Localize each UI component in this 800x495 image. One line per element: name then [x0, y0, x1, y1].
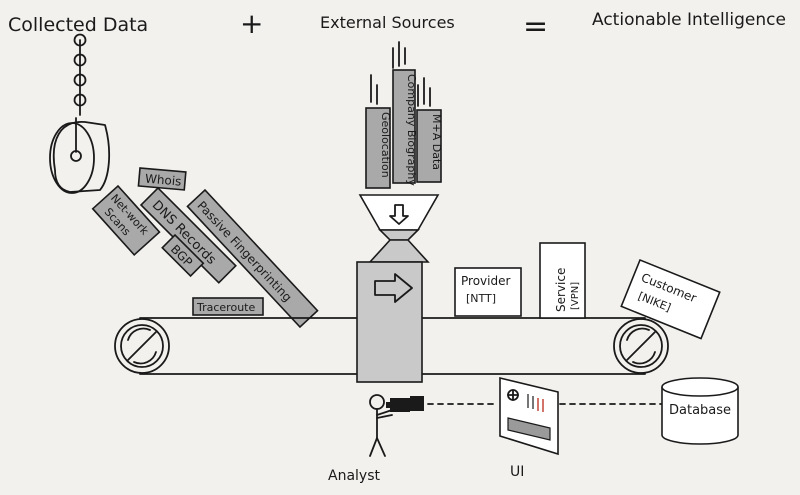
- processing-machine: [356, 261, 423, 383]
- ma-data-label: M+A Data: [430, 114, 443, 170]
- customer-box: Customer [NIKE]: [620, 258, 721, 340]
- falling-motion-lines: [370, 41, 431, 107]
- geolocation-box: Geolocation: [365, 107, 392, 189]
- bgp-box: BGP: [161, 233, 205, 278]
- crane-bucket: [49, 33, 110, 194]
- funnel-down-arrow-icon: [389, 204, 409, 225]
- company-biography-box: Company Biography: [392, 69, 418, 186]
- ma-data-box: M+A Data: [416, 109, 443, 183]
- service-sub-label: [VPN]: [570, 282, 581, 310]
- provider-box: Provider [NTT]: [454, 267, 522, 317]
- service-box: Service [VPN]: [539, 242, 586, 319]
- ui-label: UI: [510, 464, 524, 480]
- analyst-figure: [369, 394, 424, 457]
- header-external-sources: External Sources: [320, 13, 455, 32]
- left-roller-rotate-icon: [127, 327, 151, 341]
- database-cylinder: Database: [661, 377, 739, 445]
- header-equals: =: [523, 9, 548, 44]
- analyst-label: Analyst: [328, 468, 380, 484]
- provider-sub-label: [NTT]: [466, 292, 496, 305]
- funnel: [358, 194, 440, 263]
- header-plus: +: [240, 7, 263, 40]
- geolocation-label: Geolocation: [379, 112, 392, 178]
- provider-label: Provider: [461, 274, 510, 288]
- whois-label: Whois: [144, 172, 181, 189]
- database-label: Database: [669, 403, 731, 418]
- traceroute-label: Traceroute: [196, 301, 255, 314]
- right-belt-roller: [613, 318, 669, 374]
- header-actionable-intelligence: Actionable Intelligence: [592, 10, 786, 30]
- traceroute-box: Traceroute: [192, 297, 264, 316]
- left-belt-roller: [114, 318, 170, 374]
- network-scans-box: Net-work Scans: [91, 184, 161, 256]
- service-label: Service: [554, 268, 568, 312]
- ui-screen: [499, 376, 559, 456]
- ui-panel: [507, 417, 551, 441]
- right-roller-rotate-icon: [626, 327, 650, 341]
- header-collected-data: Collected Data: [8, 14, 148, 36]
- camera-icon: [386, 396, 424, 412]
- company-biography-label: Company Biography: [405, 74, 418, 186]
- whois-box: Whois: [137, 167, 187, 191]
- machine-right-arrow-icon: [374, 273, 413, 303]
